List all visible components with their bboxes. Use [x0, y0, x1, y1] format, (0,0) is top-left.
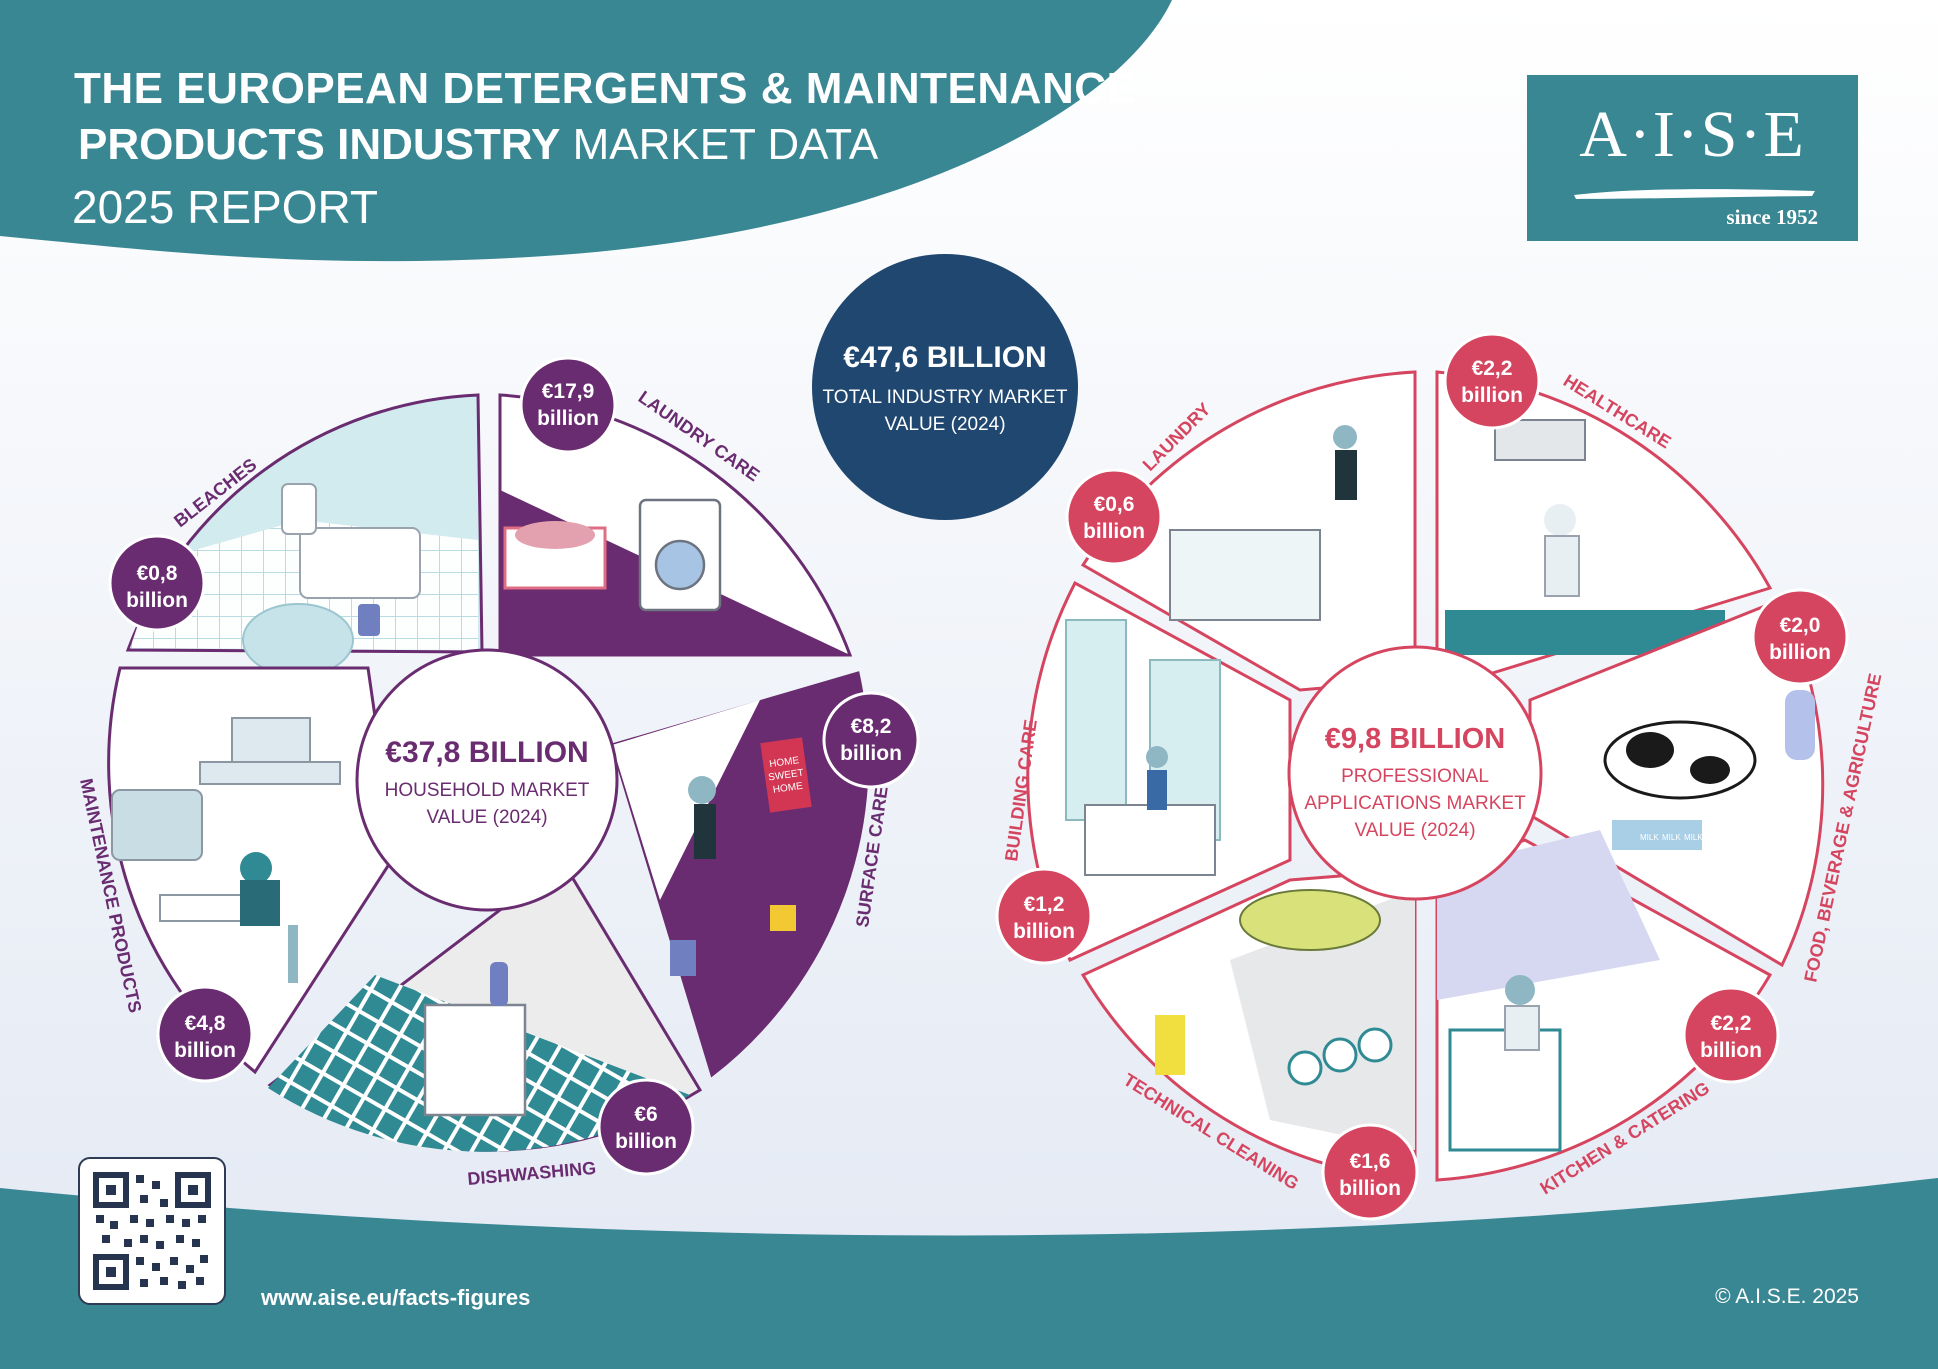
- bubble-amount: €1,2: [1024, 893, 1065, 916]
- milk-label-3: MILK: [1684, 833, 1703, 842]
- household-total-label-2: VALUE (2024): [426, 807, 547, 828]
- logo-tagline: since 1952: [1726, 205, 1818, 229]
- bubble-unit: billion: [1461, 384, 1523, 407]
- bubble-unit: billion: [174, 1039, 236, 1062]
- aise-logo: A·I·S·E since 1952: [1527, 75, 1858, 241]
- total-value: €47,6 BILLION: [843, 341, 1046, 374]
- report-year: 2025 REPORT: [72, 181, 378, 233]
- professional-total-label-3: VALUE (2024): [1354, 820, 1475, 841]
- bubble-food-beverage-agriculture: €2,0 billion: [1751, 588, 1849, 686]
- household-wheel: €37,8 BILLION HOUSEHOLD MARKET VALUE (20…: [76, 356, 920, 1189]
- household-total-value: €37,8 BILLION: [385, 736, 588, 769]
- total-label-2: VALUE (2024): [884, 414, 1005, 435]
- page-title-line2: PRODUCTS INDUSTRY MARKET DATA: [78, 120, 878, 170]
- bubble-unit: billion: [1083, 520, 1145, 543]
- logo-name: A·I·S·E: [1579, 98, 1806, 171]
- page-title-light: MARKET DATA: [560, 120, 879, 169]
- bubble-unit: billion: [126, 589, 188, 612]
- bubble-surface-care: €8,2 billion: [822, 691, 920, 789]
- professional-total-label-1: PROFESSIONAL: [1341, 766, 1489, 787]
- bubble-bleaches: €0,8 billion: [108, 534, 206, 632]
- professional-total-value: €9,8 BILLION: [1325, 723, 1506, 755]
- bubble-amount: €0,6: [1094, 493, 1135, 516]
- bubble-building-care: €1,2 billion: [995, 867, 1093, 965]
- bubble-laundry-care: €17,9 billion: [519, 356, 617, 454]
- bubble-laundry: €0,6 billion: [1065, 468, 1163, 566]
- bubble-maintenance-products: €4,8 billion: [156, 985, 254, 1083]
- household-center-circle: [355, 648, 619, 912]
- logo-brush-stroke: [1574, 189, 1815, 199]
- bubble-kitchen-catering: €2,2 billion: [1682, 986, 1780, 1084]
- footer-link[interactable]: www.aise.eu/facts-figures: [261, 1285, 531, 1310]
- page-title-line1: THE EUROPEAN DETERGENTS & MAINTENANCE: [74, 64, 1137, 113]
- qr-code[interactable]: [78, 1157, 226, 1305]
- bubble-unit: billion: [1339, 1177, 1401, 1200]
- bubble-amount: €6: [634, 1103, 657, 1126]
- bubble-amount: €2,0: [1780, 614, 1821, 637]
- home-sign-line1: HOME: [769, 755, 801, 770]
- qr-code-icon: [93, 1172, 211, 1290]
- bubble-amount: €2,2: [1711, 1012, 1752, 1035]
- total-label-1: TOTAL INDUSTRY MARKET: [823, 387, 1068, 408]
- bubble-amount: €4,8: [185, 1012, 226, 1035]
- bubble-amount: €1,6: [1350, 1150, 1391, 1173]
- professional-wheel: €9,8 BILLION PROFESSIONAL APPLICATIONS M…: [995, 332, 1885, 1221]
- home-sign-line2: SWEET: [768, 768, 805, 784]
- bubble-unit: billion: [1700, 1039, 1762, 1062]
- home-sign-line3: HOME: [772, 781, 804, 796]
- total-market-circle: €47,6 BILLION TOTAL INDUSTRY MARKET VALU…: [812, 254, 1078, 520]
- milk-label-1: MILK: [1640, 833, 1659, 842]
- professional-center-circle: [1287, 645, 1543, 901]
- bubble-technical-cleaning: €1,6 billion: [1321, 1123, 1419, 1221]
- footer-copyright: © A.I.S.E. 2025: [1715, 1285, 1859, 1308]
- header-band: [0, 0, 1172, 262]
- bubble-unit: billion: [537, 407, 599, 430]
- household-total-label-1: HOUSEHOLD MARKET: [385, 780, 590, 801]
- bubble-unit: billion: [615, 1130, 677, 1153]
- milk-label-2: MILK: [1662, 833, 1681, 842]
- professional-total-label-2: APPLICATIONS MARKET: [1304, 793, 1526, 814]
- footer-band: [0, 1178, 1938, 1369]
- bubble-amount: €17,9: [542, 380, 595, 403]
- bubble-amount: €0,8: [137, 562, 178, 585]
- bubble-unit: billion: [1013, 920, 1075, 943]
- bubble-dishwashing: €6 billion: [597, 1078, 695, 1176]
- bubble-unit: billion: [840, 742, 902, 765]
- bubble-healthcare: €2,2 billion: [1443, 332, 1541, 430]
- bubble-amount: €8,2: [851, 715, 892, 738]
- bubble-unit: billion: [1769, 641, 1831, 664]
- bubble-amount: €2,2: [1472, 357, 1513, 380]
- page-title-bold: PRODUCTS INDUSTRY: [78, 120, 561, 169]
